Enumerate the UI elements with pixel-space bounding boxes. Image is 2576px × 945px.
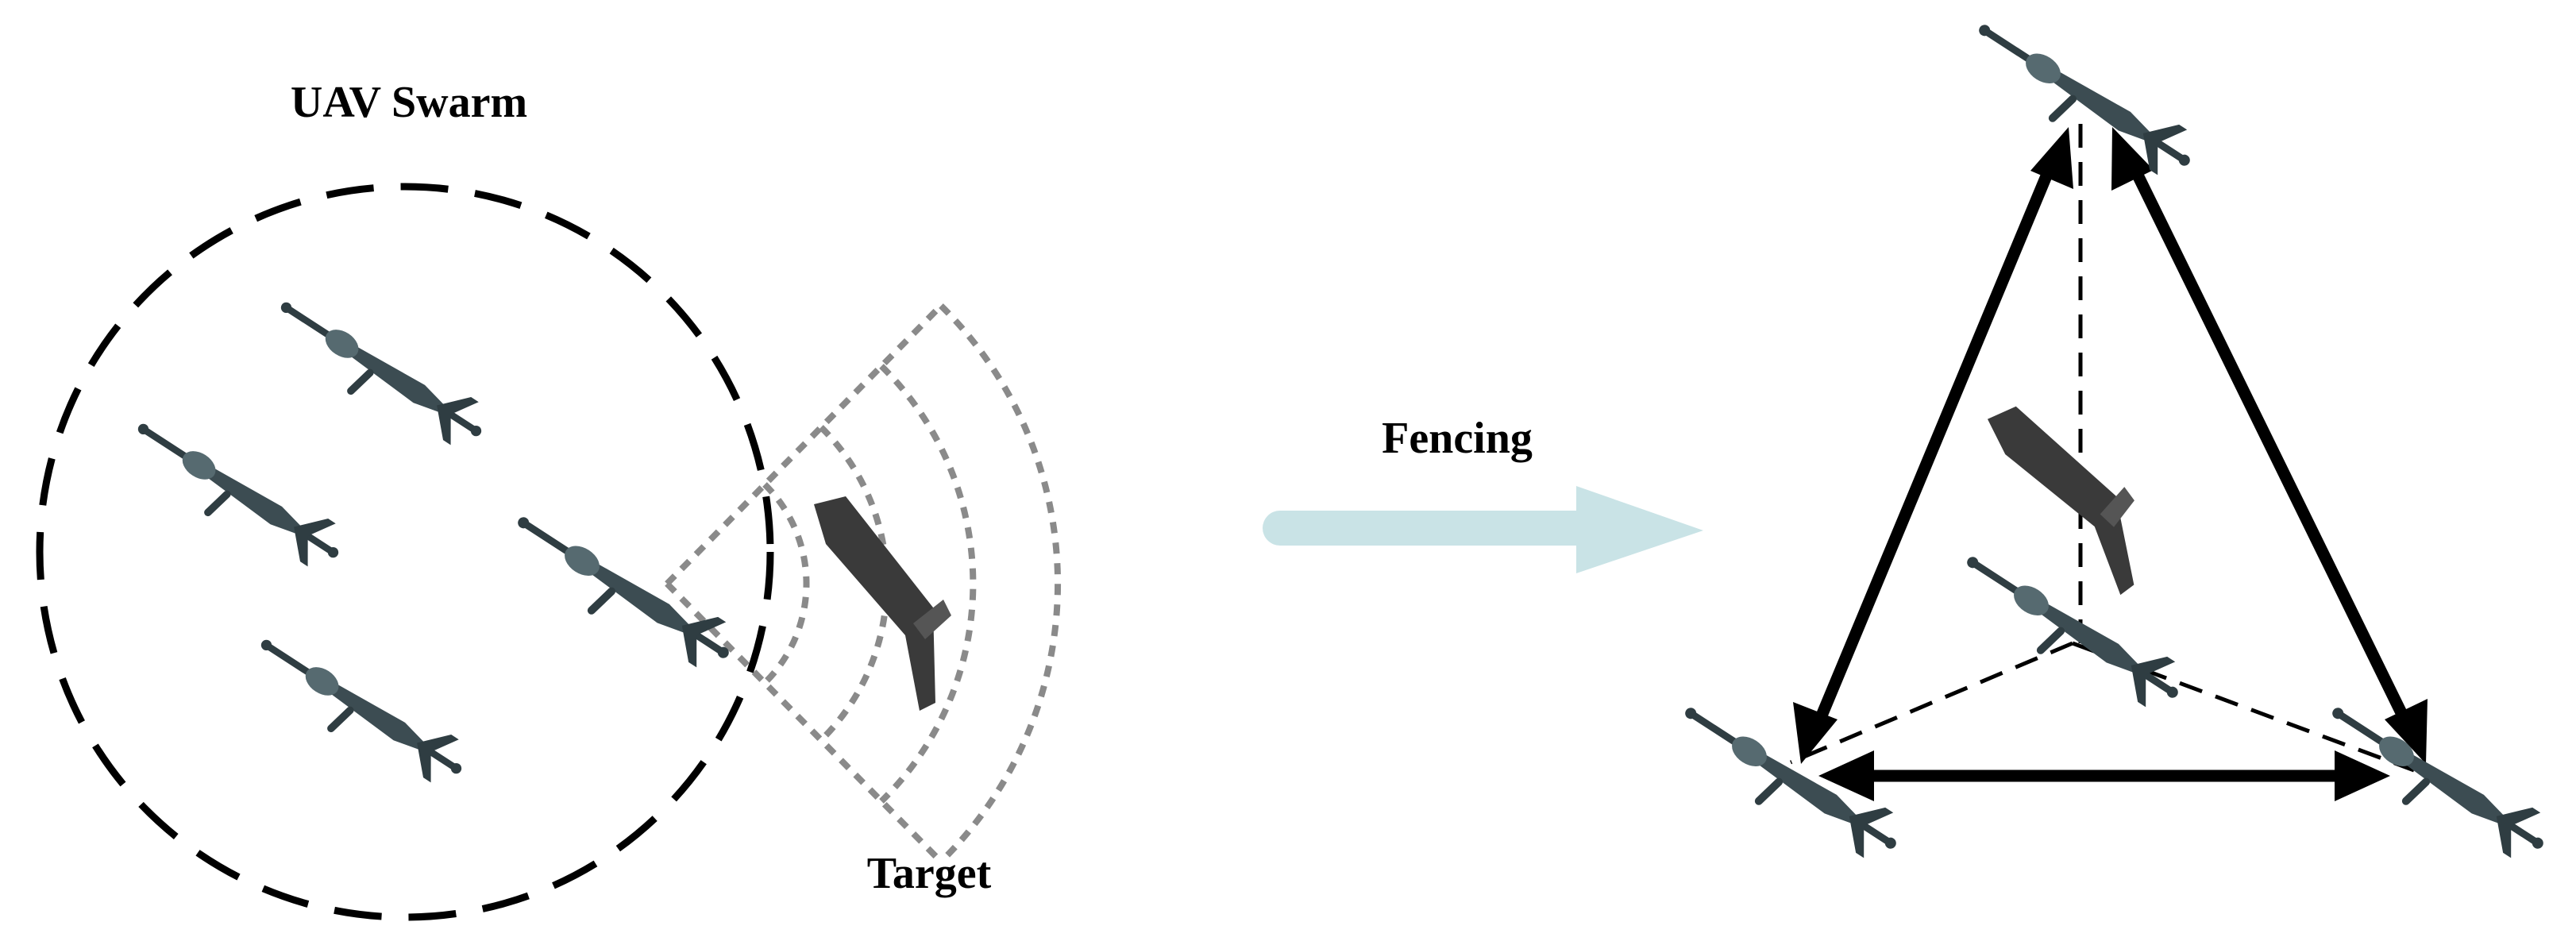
swarm-boundary bbox=[36, 183, 774, 921]
flying-wing-target-icon bbox=[814, 496, 951, 711]
uav-drone-icon bbox=[263, 284, 495, 463]
fencing-label: Fencing bbox=[1382, 414, 1533, 463]
uav-drone-icon bbox=[499, 497, 742, 686]
transition-arrow bbox=[1263, 486, 1703, 573]
fence-triangle bbox=[1811, 156, 2415, 782]
uav-drone-icon bbox=[243, 621, 475, 800]
flying-wing-target-icon bbox=[1986, 388, 2150, 613]
fence-arrowheads bbox=[1793, 127, 2428, 801]
center-links bbox=[1790, 119, 2415, 773]
swarm-label: UAV Swarm bbox=[291, 78, 527, 127]
detection-waves bbox=[665, 303, 1061, 864]
uav-drone-icon bbox=[1948, 537, 2192, 726]
uav-drone-icon bbox=[120, 405, 352, 584]
target-label: Target bbox=[867, 849, 992, 898]
